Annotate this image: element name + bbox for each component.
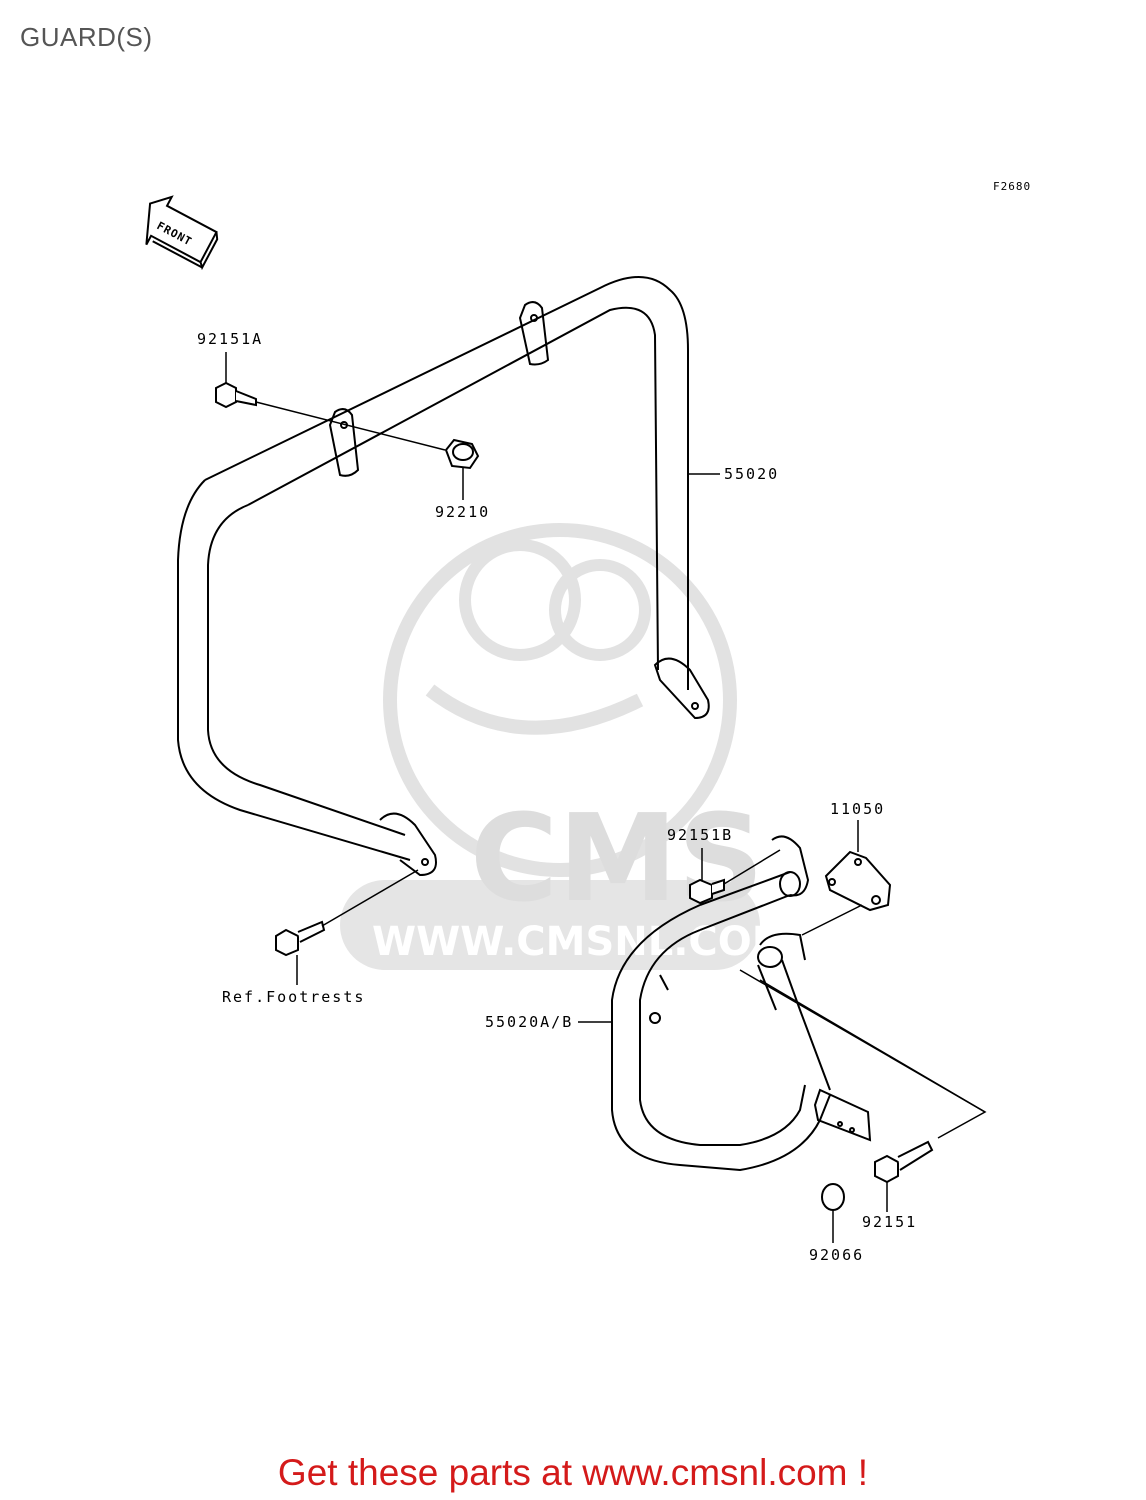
footer-link[interactable]: Get these parts at www.cmsnl.com !: [277, 1452, 869, 1493]
bolt-footrests-icon: [275, 920, 326, 957]
cap-92066-icon: [821, 1183, 845, 1211]
watermark-url: WWW.CMSNL.COM: [372, 919, 792, 965]
cap-nut-92210-icon: [444, 438, 480, 470]
callout-55020AB: 55020A/B: [485, 1013, 573, 1031]
bolt-92151B-icon: [689, 878, 725, 905]
leader-92151A: [255, 401, 446, 451]
front-arrow-icon: [145, 195, 219, 271]
callout-ref-footrests: Ref.Footrests: [222, 988, 365, 1006]
watermark-brand: CMS: [470, 790, 764, 929]
engine-guard-55020: [177, 276, 710, 877]
callout-11050: 11050: [830, 800, 885, 818]
figure-code: F2680: [993, 180, 1031, 193]
callout-92151A: 92151A: [197, 330, 263, 348]
callout-92151: 92151: [862, 1213, 917, 1231]
watermark-logo: CMS WWW.CMSNL.COM: [340, 523, 792, 970]
callout-92151B: 92151B: [667, 826, 733, 844]
bracket-11050-icon: [824, 850, 892, 912]
callout-55020: 55020: [724, 465, 779, 483]
callout-92066: 92066: [809, 1246, 864, 1264]
bolt-92151-icon: [874, 1140, 934, 1184]
rear-guard-55020AB: [611, 835, 872, 1172]
page-title: GUARD(S): [20, 22, 153, 52]
callout-92210: 92210: [435, 503, 490, 521]
bolt-92151A-icon: [215, 381, 257, 409]
